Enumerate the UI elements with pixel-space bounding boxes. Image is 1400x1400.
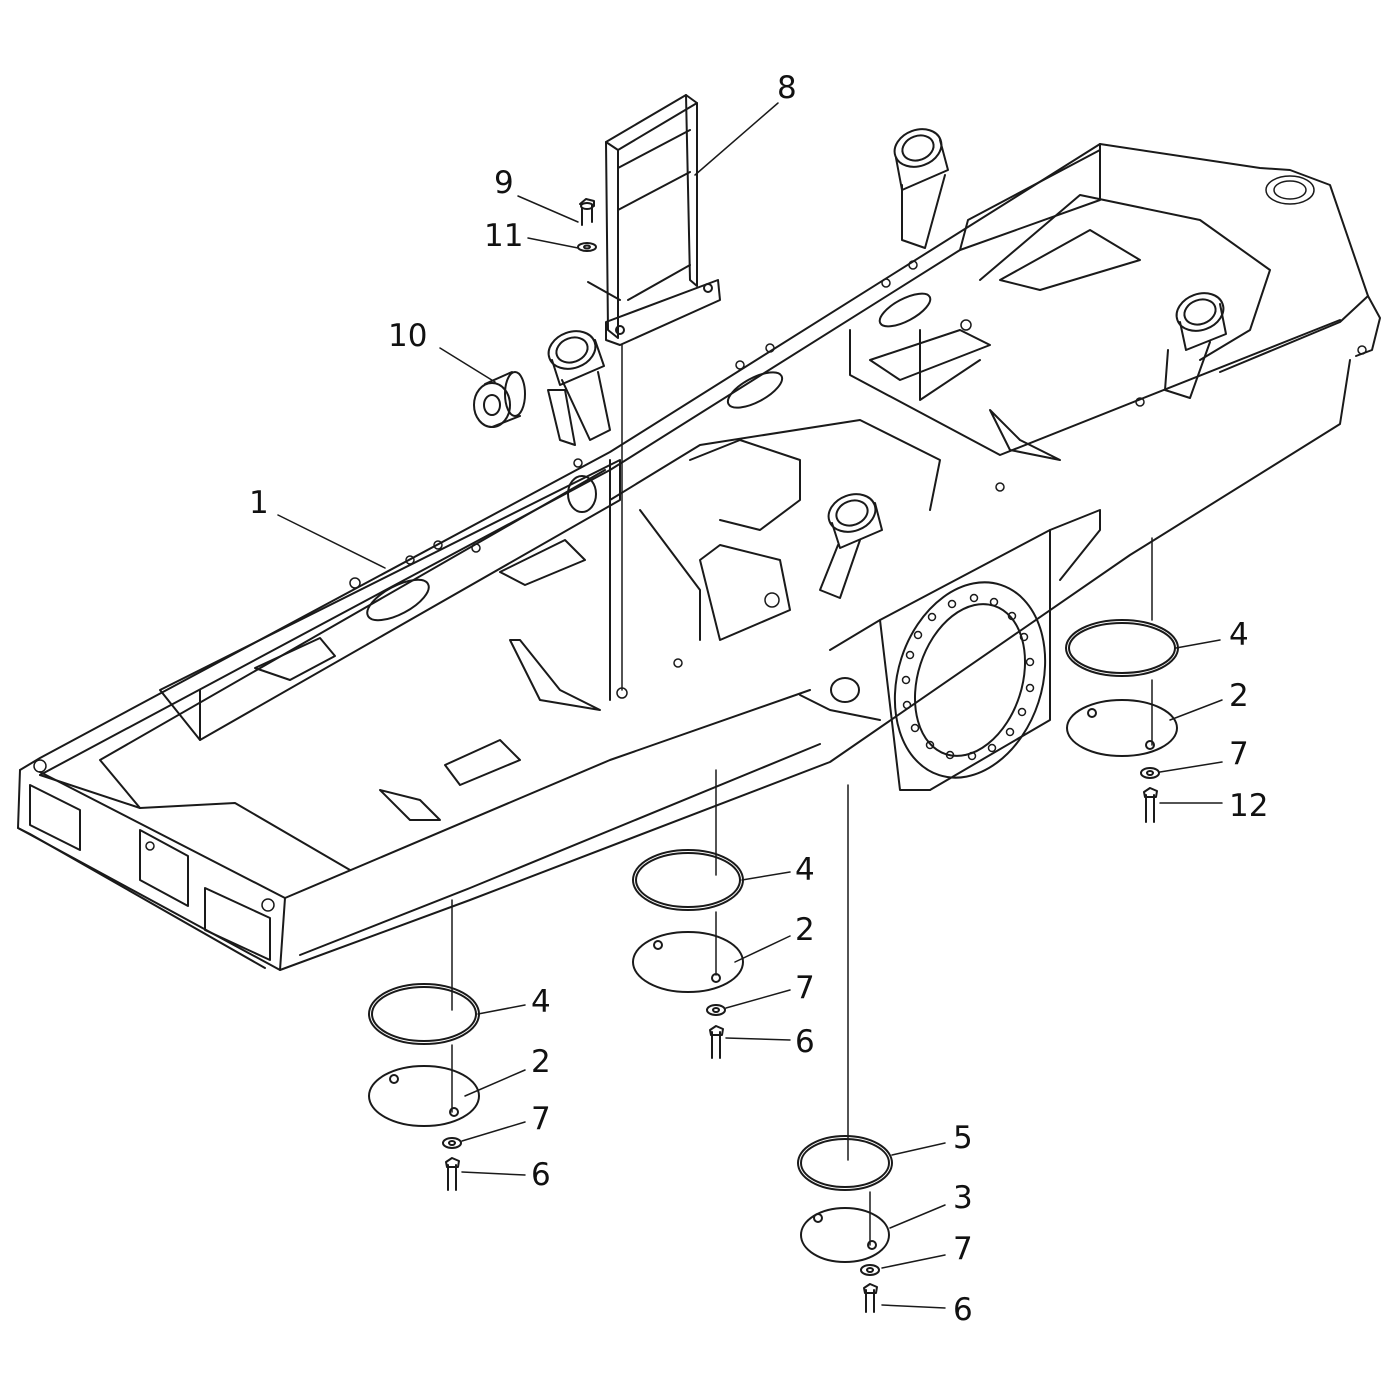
main-frame: [17, 143, 1381, 971]
roller-mount-left: [547, 330, 611, 441]
part-9-bolt: [579, 198, 595, 226]
callout-7-center: 7: [795, 970, 815, 1006]
callout-3: 3: [953, 1180, 973, 1216]
swing-circle-bolt-holes: [901, 593, 1035, 761]
callout-2-right: 2: [1229, 678, 1249, 714]
callout-6-center: 6: [795, 1024, 815, 1060]
callout-12: 12: [1229, 788, 1269, 824]
part-11-washer: [577, 242, 597, 252]
part-10-roller: [473, 371, 526, 428]
leader-lines: [277, 102, 1223, 1309]
callout-9: 9: [494, 165, 514, 201]
callout-8: 8: [777, 70, 797, 106]
callout-2-left: 2: [531, 1044, 551, 1080]
cover-group-right: [1065, 619, 1179, 823]
roller-mount-top: [893, 128, 949, 249]
part-8-bracket: [587, 94, 721, 346]
callout-10: 10: [388, 318, 428, 354]
callout-6-left: 6: [531, 1157, 551, 1193]
roller-mount-center: [819, 493, 883, 599]
callout-7-left: 7: [531, 1101, 551, 1137]
callout-6-bottom: 6: [953, 1292, 973, 1328]
callout-4-center: 4: [795, 852, 815, 888]
cover-group-center: [632, 849, 744, 1059]
callout-1: 1: [249, 485, 269, 521]
callout-4-left: 4: [531, 984, 551, 1020]
roller-mount-right: [1164, 292, 1227, 399]
cover-group-left: [368, 983, 480, 1191]
callout-7-right: 7: [1229, 736, 1249, 772]
assembly-axis-lines: [451, 344, 1153, 1246]
cover-group-bottom: [797, 1135, 893, 1313]
callout-11: 11: [484, 218, 524, 254]
callout-5: 5: [953, 1120, 973, 1156]
callout-7-bottom: 7: [953, 1231, 973, 1267]
callout-4-right: 4: [1229, 617, 1249, 653]
callout-2-center: 2: [795, 912, 815, 948]
